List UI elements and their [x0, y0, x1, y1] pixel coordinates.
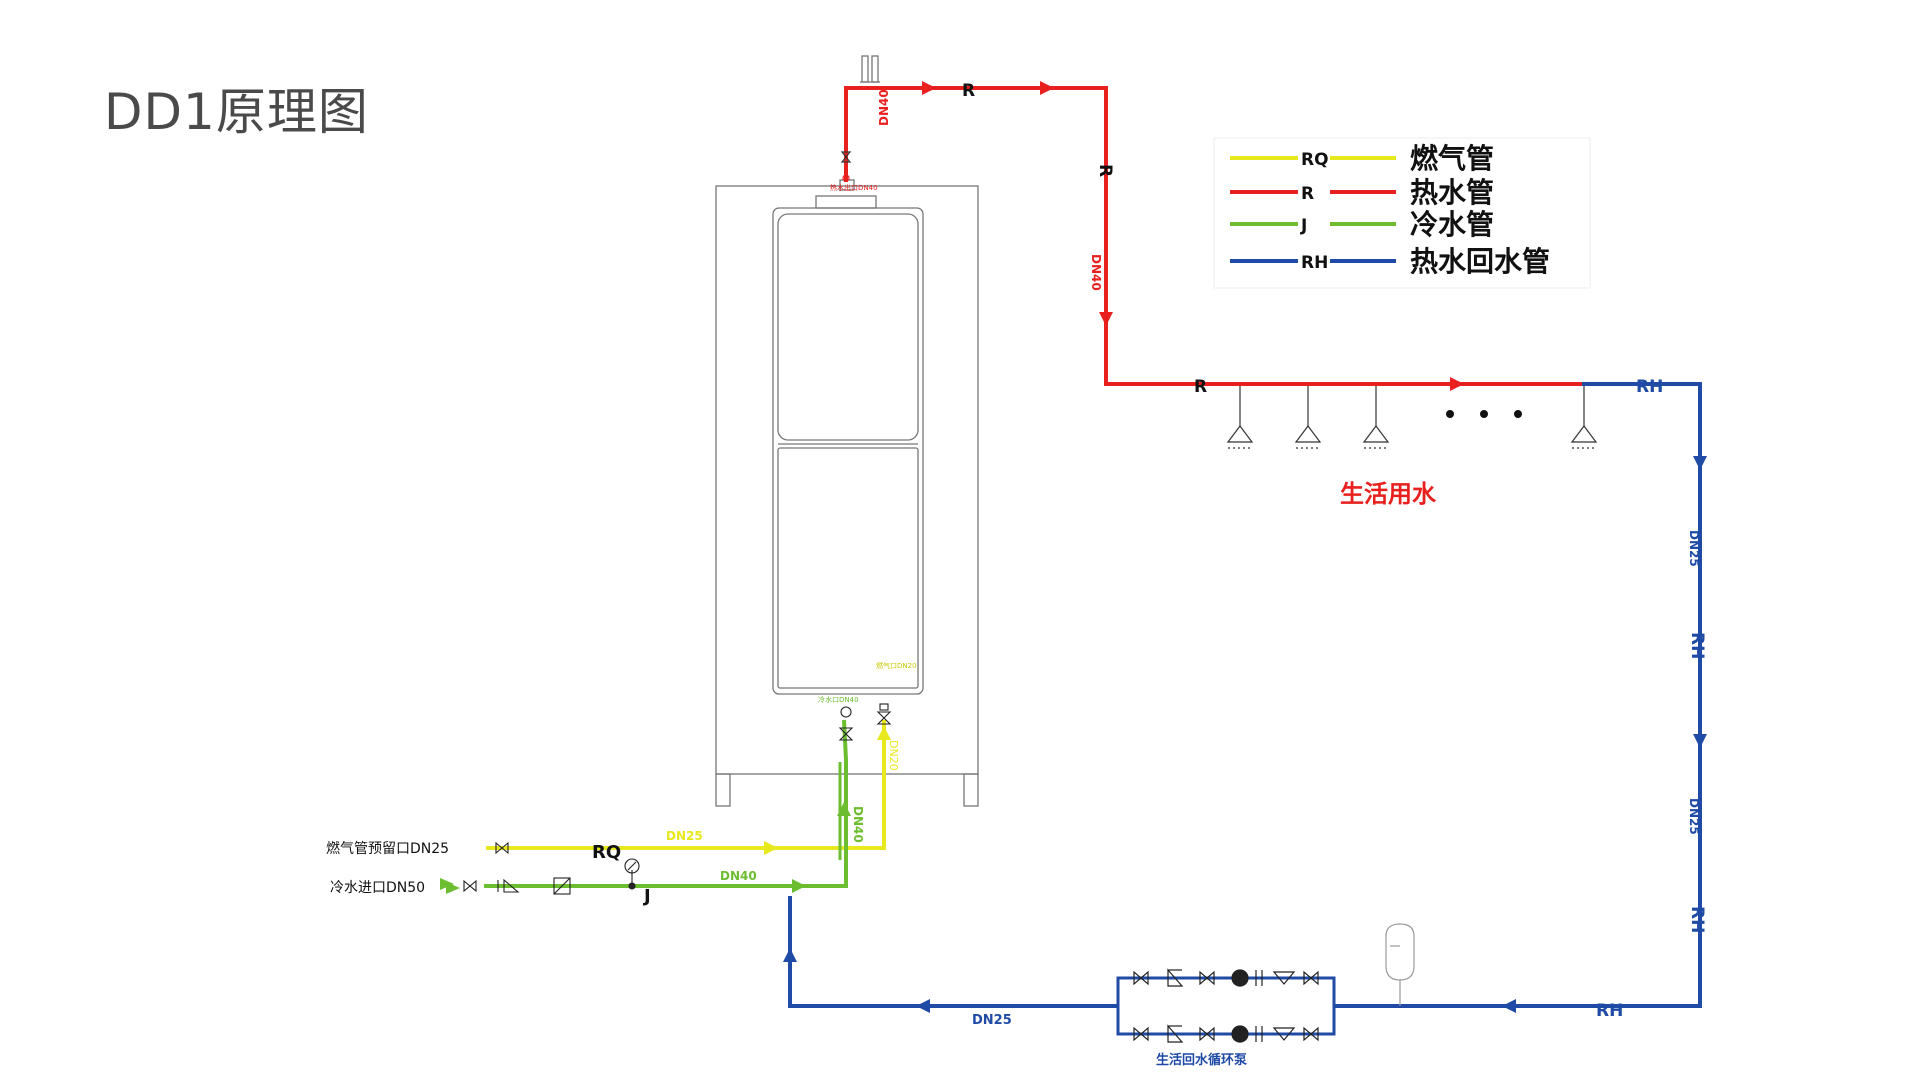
hot-valve-icon	[840, 151, 852, 182]
legend-code: RQ	[1301, 150, 1329, 170]
hot-water-arrows	[922, 81, 1464, 391]
shower-head-icon	[1362, 386, 1390, 449]
legend: RQ 燃气管 R 热水管 J 冷水管 RH 热水回水管	[1213, 137, 1591, 289]
hot-code-side: R	[1095, 164, 1115, 177]
circulation-pump-assembly	[1116, 976, 1336, 1036]
ellipsis-dots	[1446, 410, 1522, 418]
legend-item: R 热水管	[1230, 176, 1494, 209]
domestic-water-label: 生活用水	[1340, 480, 1437, 508]
gas-pipe	[486, 720, 886, 850]
cold-size: DN40	[720, 869, 757, 883]
cold-inlet-arrows-icon	[440, 878, 460, 894]
heater-body	[772, 207, 924, 695]
shower-head-icon	[1226, 386, 1254, 449]
shower-heads	[1226, 386, 1598, 449]
return-water-pipe	[788, 382, 1702, 1008]
legend-code: J	[1300, 216, 1307, 236]
legend-label: 热水管	[1410, 176, 1494, 209]
gas-inlet-label: 燃气管预留口DN25	[326, 840, 449, 857]
gas-valve-icon	[495, 703, 892, 855]
gas-code: RQ	[592, 842, 621, 863]
legend-label: 热水回水管	[1410, 245, 1550, 278]
page-title: DD1原理图	[104, 83, 369, 141]
unit-hot-port-label: 热水出口DN40	[830, 183, 878, 192]
cold-vertical-size: DN40	[851, 806, 865, 843]
pump-row-bottom	[1133, 1024, 1319, 1043]
unit-gas-port-label: 燃气口DN20	[876, 661, 917, 670]
return-size-bottom: DN25	[972, 1013, 1012, 1028]
gas-vertical-size: DN20	[887, 740, 900, 771]
cold-water-pipe	[484, 719, 848, 888]
expansion-tank-icon	[1385, 923, 1415, 1006]
pump-row-top	[1133, 968, 1319, 987]
legend-code: R	[1301, 184, 1314, 204]
return-code-mid-2: RH	[1687, 906, 1707, 933]
unit-cold-port-label: 冷水口DN40	[818, 695, 859, 704]
heater-panel-top	[777, 213, 919, 441]
cold-arrows	[792, 802, 851, 893]
heater-top-outlet	[815, 195, 877, 209]
hot-vertical-size: DN40	[877, 89, 891, 126]
legend-item: RH 热水回水管	[1230, 245, 1550, 278]
cold-fittings	[463, 706, 854, 895]
return-code-mid-1: RH	[1687, 632, 1707, 659]
return-code-top: RH	[1636, 377, 1663, 397]
hot-code-branch: R	[1194, 377, 1207, 397]
flue-vent-icon	[860, 55, 880, 83]
gas-arrows	[764, 726, 891, 855]
cabinet-foot-left	[715, 773, 731, 807]
legend-label: 冷水管	[1410, 208, 1494, 241]
legend-code: RH	[1301, 253, 1328, 273]
shower-head-icon	[1294, 386, 1322, 449]
return-size-2: DN25	[1687, 798, 1701, 835]
return-code-bottom: RH	[1596, 1001, 1623, 1021]
cabinet-foot-right	[963, 773, 979, 807]
hot-side-size: DN40	[1089, 254, 1103, 291]
legend-item: J 冷水管	[1230, 208, 1494, 241]
legend-label: 燃气管	[1410, 142, 1494, 175]
hot-code-top: R	[962, 81, 975, 101]
shower-head-icon	[1570, 386, 1598, 449]
gas-size: DN25	[666, 829, 703, 843]
return-size-1: DN25	[1687, 530, 1701, 567]
return-arrows	[783, 456, 1707, 1013]
legend-item: RQ 燃气管	[1230, 142, 1494, 175]
pump-label: 生活回水循环泵	[1156, 1052, 1247, 1068]
water-heater-unit	[715, 179, 979, 807]
cabinet-outline	[715, 185, 979, 775]
cold-code: J	[642, 886, 651, 907]
cold-inlet-label: 冷水进口DN50	[330, 880, 425, 896]
heater-panel-bottom	[777, 447, 919, 689]
hot-water-pipe	[844, 86, 1582, 386]
